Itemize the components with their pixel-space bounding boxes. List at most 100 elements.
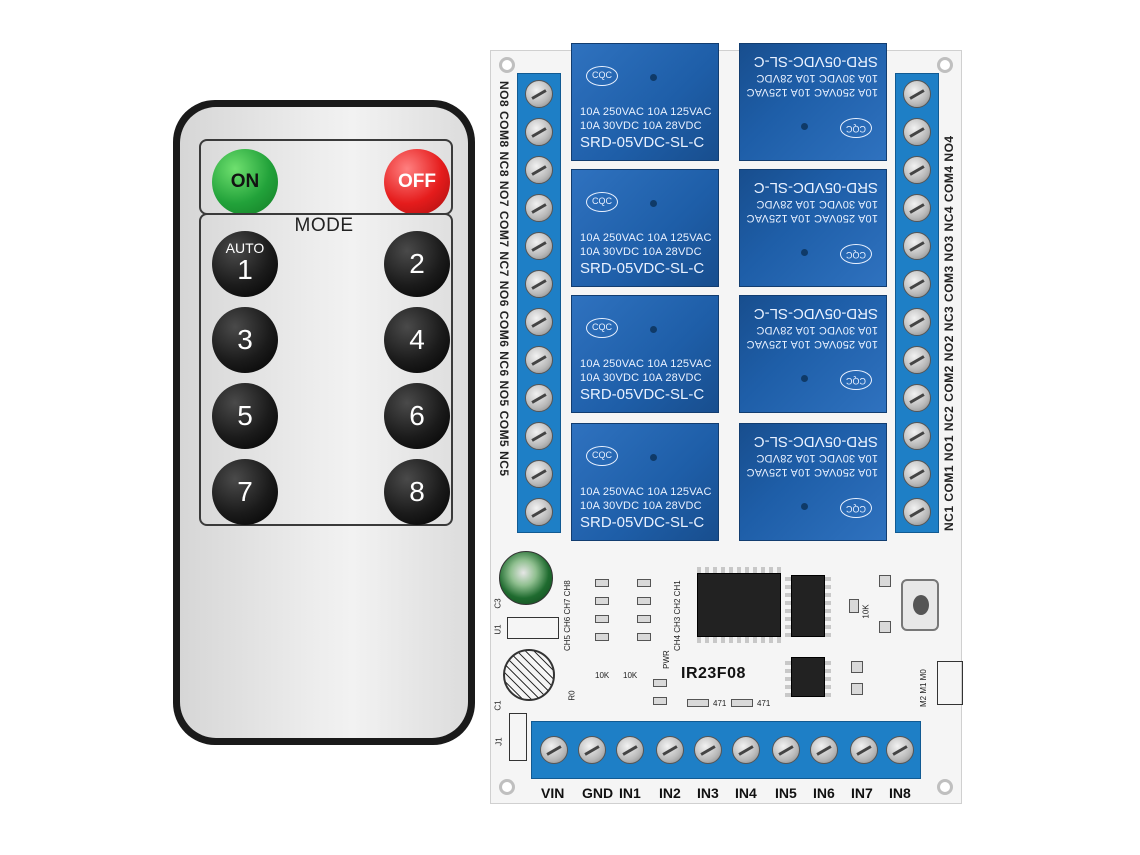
- button-2[interactable]: 2: [384, 231, 450, 297]
- label-in4: IN4: [735, 785, 757, 801]
- terminal-screw-in2[interactable]: [656, 736, 684, 764]
- terminal-screw-in4[interactable]: [732, 736, 760, 764]
- relay-model: SRD-05VDC-SL-C: [580, 386, 705, 403]
- ic-pins: [697, 567, 781, 573]
- terminal-screw[interactable]: [903, 308, 931, 336]
- terminal-screw[interactable]: [903, 156, 931, 184]
- relay-logo: CQC: [840, 370, 872, 390]
- terminal-screw[interactable]: [525, 498, 553, 526]
- button-2-label: 2: [409, 248, 425, 279]
- ic-pins: [697, 637, 781, 643]
- right-terminal-labels: NC1 COM1 NO1 NC2 COM2 NO2 NC3 COM3 NO3 N…: [942, 135, 956, 531]
- ir-receiver: [901, 579, 939, 631]
- on-button-label: ON: [230, 171, 260, 192]
- relay-spec-line1: 10A 250VAC 10A 125VAC: [746, 338, 878, 350]
- relay-marker-dot: [650, 74, 657, 81]
- ic-pins: [825, 657, 831, 697]
- smd-part: [653, 697, 667, 705]
- relay-spec-line1: 10A 250VAC 10A 125VAC: [580, 106, 712, 118]
- mode-jumper-header[interactable]: [937, 661, 963, 705]
- relay-model: SRD-05VDC-SL-C: [753, 433, 878, 450]
- terminal-screw[interactable]: [525, 422, 553, 450]
- silk-mode-jumpers: M2 M1 M0: [919, 669, 928, 707]
- resistor-10k: [849, 599, 859, 613]
- terminal-screw-gnd[interactable]: [578, 736, 606, 764]
- terminal-screw-in3[interactable]: [694, 736, 722, 764]
- mounting-hole: [937, 57, 953, 73]
- button-1-auto[interactable]: AUTO 1: [212, 231, 278, 297]
- relay-spec-line1: 10A 250VAC 10A 125VAC: [746, 212, 878, 224]
- terminal-screw[interactable]: [903, 422, 931, 450]
- terminal-screw[interactable]: [903, 460, 931, 488]
- led-ch1: [637, 579, 651, 587]
- terminal-screw[interactable]: [525, 80, 553, 108]
- relay-logo: CQC: [586, 446, 618, 466]
- label-in1: IN1: [619, 785, 641, 801]
- relay-spec-line1: 10A 250VAC 10A 125VAC: [580, 358, 712, 370]
- on-button[interactable]: ON: [212, 149, 278, 215]
- terminal-screw[interactable]: [525, 384, 553, 412]
- terminal-screw[interactable]: [525, 346, 553, 374]
- resistor-471: [731, 699, 753, 707]
- button-7[interactable]: 7: [212, 459, 278, 525]
- ic-pins: [785, 573, 791, 637]
- relay-marker-dot: [650, 454, 657, 461]
- terminal-screw-in5[interactable]: [772, 736, 800, 764]
- led-ch4: [637, 633, 651, 641]
- button-3[interactable]: 3: [212, 307, 278, 373]
- terminal-screw[interactable]: [903, 118, 931, 146]
- terminal-screw[interactable]: [525, 194, 553, 222]
- power-jumper[interactable]: [509, 713, 527, 761]
- ir-remote-control: ON OFF MODE AUTO 1 2 3 4 5 6 7 8: [173, 100, 475, 745]
- terminal-screw-in6[interactable]: [810, 736, 838, 764]
- left-output-terminals: [517, 73, 561, 533]
- silk-10k-a: 10K: [595, 671, 610, 680]
- relay-7: CQC 10A 250VAC 10A 125VAC 10A 30VDC 10A …: [571, 169, 719, 287]
- terminal-screw-in1[interactable]: [616, 736, 644, 764]
- relay-spec-line2: 10A 30VDC 10A 28VDC: [756, 72, 878, 84]
- terminal-screw[interactable]: [525, 232, 553, 260]
- relay-marker-dot: [801, 375, 808, 382]
- button-8[interactable]: 8: [384, 459, 450, 525]
- regulator-u1: [507, 617, 559, 639]
- terminal-screw-in8[interactable]: [886, 736, 914, 764]
- button-5[interactable]: 5: [212, 383, 278, 449]
- button-6[interactable]: 6: [384, 383, 450, 449]
- led-ch2: [637, 597, 651, 605]
- terminal-screw[interactable]: [525, 270, 553, 298]
- terminal-screw[interactable]: [903, 270, 931, 298]
- terminal-screw[interactable]: [903, 80, 931, 108]
- led-ch5: [595, 633, 609, 641]
- ic-pins: [785, 657, 791, 697]
- remote-face: ON OFF MODE AUTO 1 2 3 4 5 6 7 8: [180, 107, 468, 738]
- terminal-screw-vin[interactable]: [540, 736, 568, 764]
- relay-3: CQC 10A 250VAC 10A 125VAC 10A 30VDC 10A …: [739, 295, 887, 413]
- relay-spec-line1: 10A 250VAC 10A 125VAC: [746, 466, 878, 478]
- relay-spec-line1: 10A 250VAC 10A 125VAC: [746, 86, 878, 98]
- terminal-screw[interactable]: [525, 308, 553, 336]
- relay-spec-line2: 10A 30VDC 10A 28VDC: [580, 246, 702, 258]
- button-3-label: 3: [237, 324, 253, 355]
- label-in5: IN5: [775, 785, 797, 801]
- terminal-screw[interactable]: [903, 384, 931, 412]
- terminal-screw[interactable]: [525, 118, 553, 146]
- smd-part: [879, 575, 891, 587]
- relay-marker-dot: [801, 123, 808, 130]
- terminal-screw[interactable]: [903, 346, 931, 374]
- label-vin: VIN: [541, 785, 565, 801]
- terminal-screw[interactable]: [903, 498, 931, 526]
- terminal-screw[interactable]: [525, 460, 553, 488]
- smd-part: [851, 661, 863, 673]
- terminal-screw-in7[interactable]: [850, 736, 878, 764]
- terminal-screw[interactable]: [903, 232, 931, 260]
- ic-pins: [825, 573, 831, 637]
- silk-c1: C1: [493, 700, 503, 711]
- terminal-screw[interactable]: [903, 194, 931, 222]
- relay-1: CQC 10A 250VAC 10A 125VAC 10A 30VDC 10A …: [739, 43, 887, 161]
- button-4[interactable]: 4: [384, 307, 450, 373]
- electrolytic-capacitor: [499, 551, 553, 605]
- off-button[interactable]: OFF: [384, 149, 450, 215]
- relay-logo: CQC: [586, 318, 618, 338]
- silk-10k-c: 10K: [861, 604, 871, 619]
- terminal-screw[interactable]: [525, 156, 553, 184]
